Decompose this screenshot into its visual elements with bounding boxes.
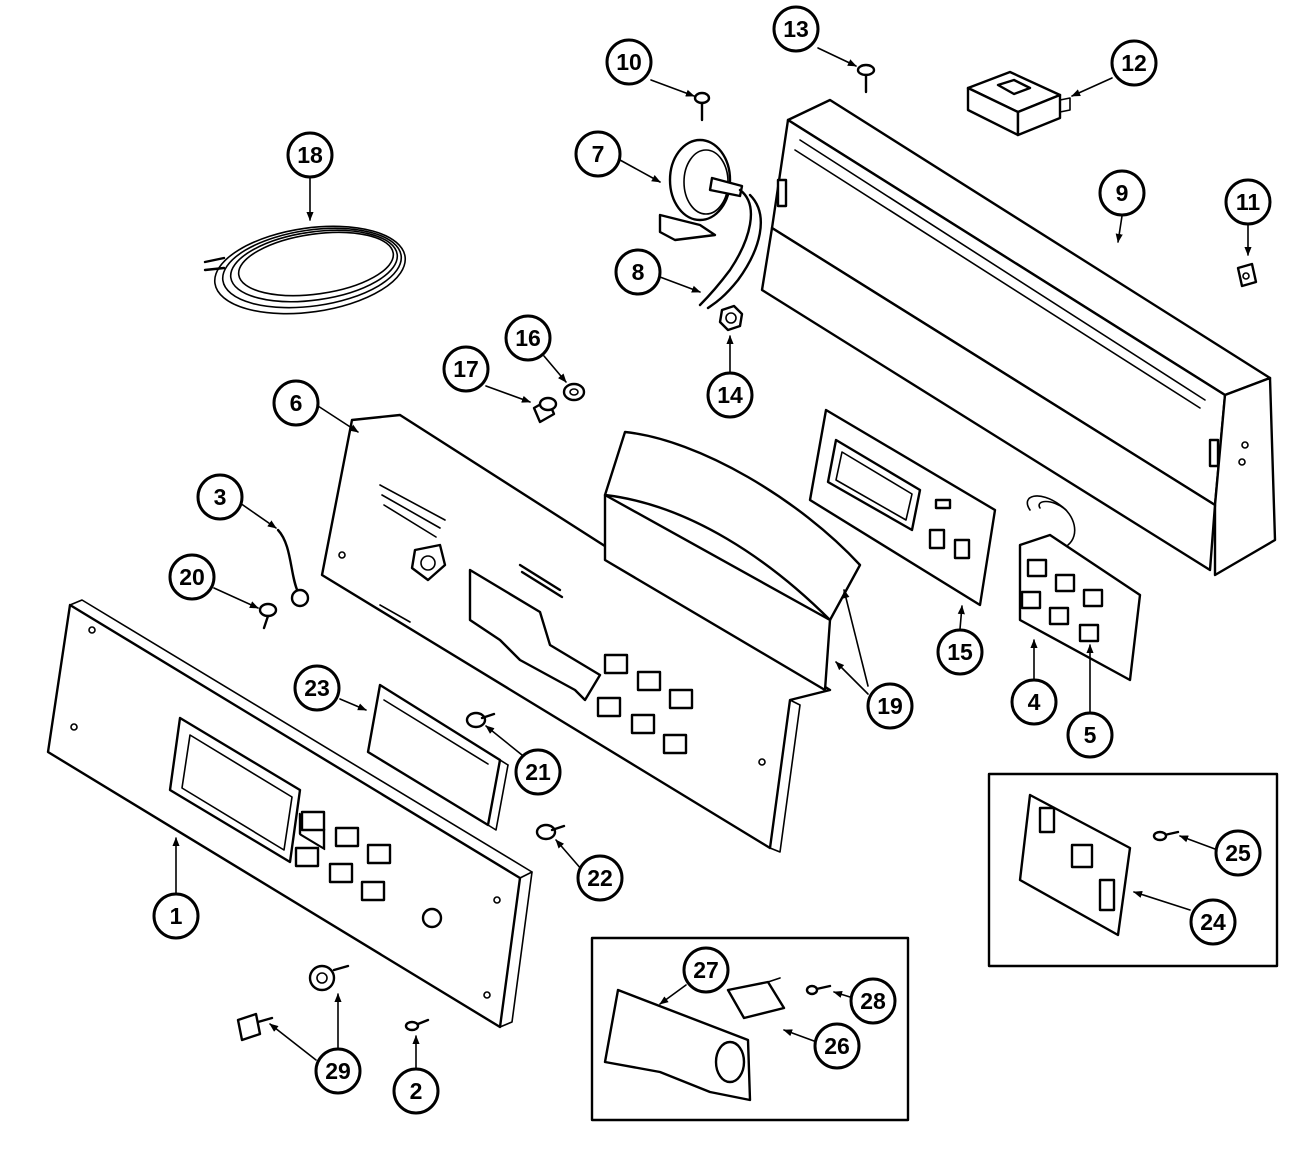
callout-label: 9 — [1116, 180, 1129, 206]
callout-label: 20 — [179, 564, 205, 590]
part-screw-2 — [404, 1018, 430, 1032]
callout-label: 5 — [1084, 722, 1097, 748]
callout-label: 26 — [824, 1033, 850, 1059]
part-lock-and-key — [236, 964, 350, 1042]
callout-29: 29 — [314, 1047, 362, 1095]
inset-board-24 — [987, 772, 1279, 968]
callout-25: 25 — [1214, 829, 1262, 877]
callout-16: 16 — [504, 314, 552, 362]
inset-switch-27 — [590, 936, 910, 1122]
callout-6: 6 — [272, 379, 320, 427]
part-screw-10 — [693, 91, 711, 122]
callout-11: 11 — [1224, 178, 1272, 226]
callout-18: 18 — [286, 131, 334, 179]
callout-3: 3 — [196, 473, 244, 521]
part-keypad-board — [1018, 533, 1142, 682]
front-panel-buttons — [294, 810, 392, 902]
leader-lines — [172, 47, 1252, 1069]
callout-17: 17 — [442, 345, 490, 393]
callout-label: 2 — [410, 1078, 423, 1104]
callout-label: 18 — [297, 142, 323, 168]
part-clip — [1236, 262, 1258, 288]
callout-label: 23 — [304, 675, 330, 701]
part-panel-backing — [320, 413, 832, 853]
callout-23: 23 — [293, 664, 341, 712]
callout-label: 8 — [632, 259, 645, 285]
part-spacer — [532, 396, 558, 424]
part-filter-module — [966, 70, 1071, 137]
callout-label: 15 — [947, 639, 973, 665]
callout-14: 14 — [706, 371, 754, 419]
callout-26: 26 — [813, 1022, 861, 1070]
part-power-cord — [203, 225, 407, 315]
callout-22: 22 — [576, 854, 624, 902]
part-display-window — [366, 683, 509, 831]
callout-label: 24 — [1200, 909, 1226, 935]
callout-10: 10 — [605, 38, 653, 86]
callout-label: 12 — [1121, 50, 1147, 76]
callout-28: 28 — [849, 977, 897, 1025]
callout-label: 16 — [515, 325, 541, 351]
callout-9: 9 — [1098, 169, 1146, 217]
callout-label: 13 — [783, 16, 809, 42]
callout-2: 2 — [392, 1067, 440, 1115]
callout-8: 8 — [614, 248, 662, 296]
callout-label: 3 — [214, 484, 227, 510]
part-ribbon-cable — [1026, 495, 1076, 546]
callout-label: 1 — [170, 903, 183, 929]
callout-label: 28 — [860, 988, 886, 1014]
part-screw-21 — [465, 711, 496, 729]
part-front-panel — [46, 599, 533, 1029]
part-screw-13 — [856, 63, 876, 94]
callout-label: 6 — [290, 390, 303, 416]
part-screw-22 — [535, 823, 566, 841]
part-screw-20 — [258, 602, 278, 630]
callout-label: 17 — [453, 356, 479, 382]
callout-5: 5 — [1066, 711, 1114, 759]
part-washer — [562, 382, 586, 402]
callout-12: 12 — [1110, 39, 1158, 87]
callout-20: 20 — [168, 553, 216, 601]
callout-label: 29 — [325, 1058, 351, 1084]
callout-13: 13 — [772, 5, 820, 53]
callout-label: 4 — [1028, 689, 1041, 715]
callout-label: 7 — [592, 141, 605, 167]
part-pressure-switch — [658, 138, 762, 310]
part-ground-wire — [276, 528, 310, 608]
callout-label: 21 — [525, 759, 551, 785]
part-display-board — [808, 408, 997, 607]
callout-label: 14 — [717, 382, 743, 408]
callout-label: 10 — [616, 49, 642, 75]
part-overlay-strip — [603, 430, 862, 692]
panel-backing-buttons — [596, 653, 694, 755]
part-nut — [718, 304, 744, 332]
callout-21: 21 — [514, 748, 562, 796]
callout-15: 15 — [936, 628, 984, 676]
callouts: 1 2 3 4 5 6 7 8 9 10 11 12 13 14 15 16 1… — [152, 5, 1272, 1115]
callout-24: 24 — [1189, 898, 1237, 946]
callout-1: 1 — [152, 892, 200, 940]
callout-label: 27 — [693, 957, 719, 983]
callout-label: 19 — [877, 693, 903, 719]
callout-label: 22 — [587, 865, 613, 891]
callout-7: 7 — [574, 130, 622, 178]
callout-27: 27 — [682, 946, 730, 994]
callout-19: 19 — [866, 682, 914, 730]
part-console-housing — [760, 98, 1277, 577]
callout-label: 11 — [1236, 189, 1261, 215]
callout-label: 25 — [1225, 840, 1251, 866]
callout-4: 4 — [1010, 678, 1058, 726]
